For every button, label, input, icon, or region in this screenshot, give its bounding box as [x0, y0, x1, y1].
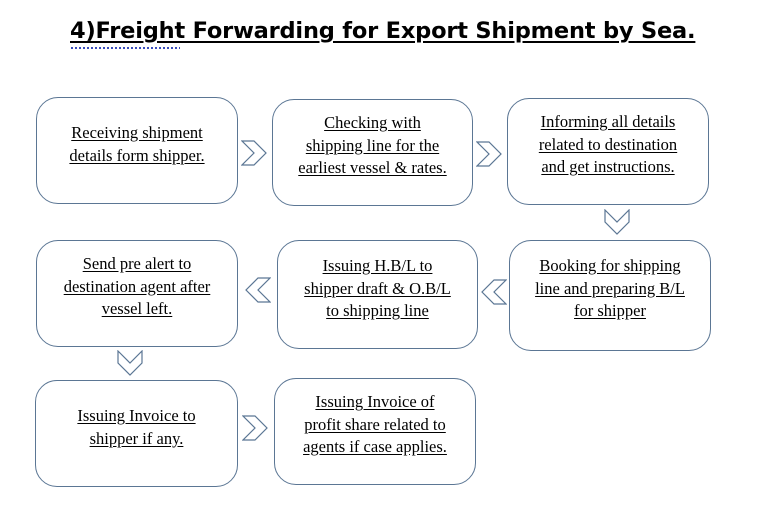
step-4-box: Booking for shipping line and preparing …	[509, 240, 711, 351]
step-6-text: Send pre alert to destination agent afte…	[63, 254, 211, 318]
step-3-text: Informing all details related to destina…	[538, 112, 678, 176]
step-5-text: Issuing H.B/L to shipper draft & O.B/L t…	[304, 256, 451, 320]
step-8-text: Issuing Invoice of profit share related …	[303, 392, 447, 456]
chevron-down-icon	[117, 350, 143, 376]
chevron-right-icon	[241, 140, 267, 166]
chevron-right-icon	[476, 141, 502, 167]
chevron-left-icon	[481, 279, 507, 305]
step-7-text: Issuing Invoice to shipper if any.	[77, 406, 196, 448]
step-1-text: Receiving shipment details form shipper.	[69, 123, 205, 165]
step-1-box: Receiving shipment details form shipper.	[36, 97, 238, 204]
spellcheck-underline	[70, 47, 180, 50]
step-4-text: Booking for shipping line and preparing …	[535, 256, 685, 320]
step-8-box: Issuing Invoice of profit share related …	[274, 378, 476, 485]
step-7-box: Issuing Invoice to shipper if any.	[35, 380, 238, 487]
chevron-down-icon	[604, 209, 630, 235]
step-6-box: Send pre alert to destination agent afte…	[36, 240, 238, 347]
chevron-right-icon	[242, 415, 268, 441]
page-title: 4)Freight Forwarding for Export Shipment…	[70, 18, 696, 50]
title-text: 4)Freight Forwarding for Export Shipment…	[70, 18, 696, 44]
chevron-left-icon	[245, 277, 271, 303]
step-5-box: Issuing H.B/L to shipper draft & O.B/L t…	[277, 240, 478, 349]
step-2-box: Checking with shipping line for the earl…	[272, 99, 473, 206]
step-3-box: Informing all details related to destina…	[507, 98, 709, 205]
step-2-text: Checking with shipping line for the earl…	[298, 113, 447, 177]
